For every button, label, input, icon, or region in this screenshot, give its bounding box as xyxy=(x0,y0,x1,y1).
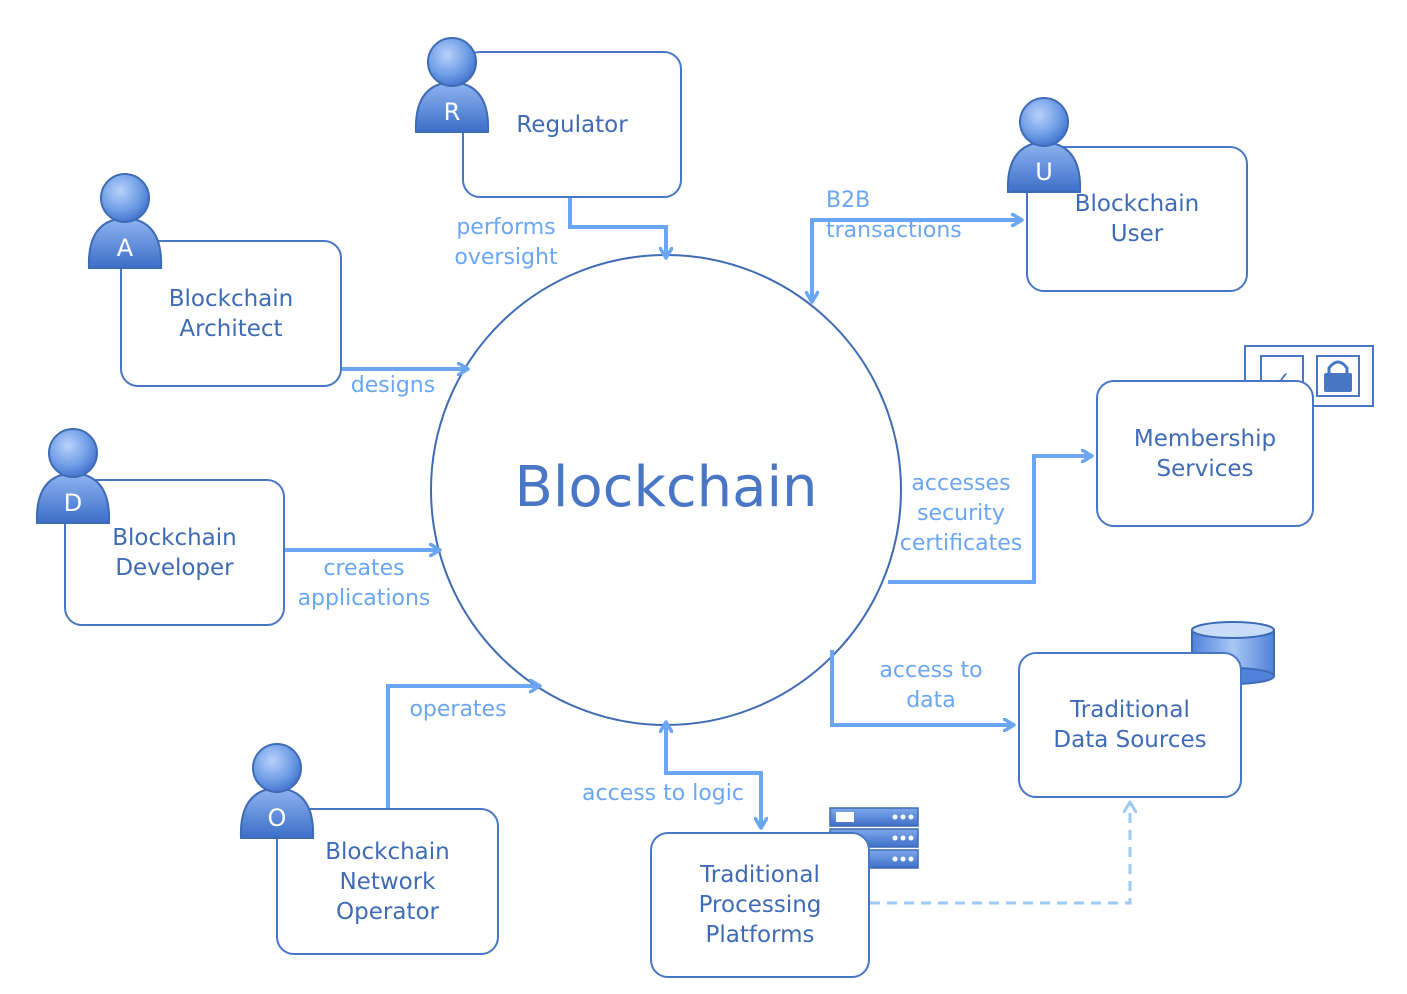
avatar-letter-a: A xyxy=(117,234,134,262)
user-arrow xyxy=(812,220,1022,302)
processing-box[interactable]: Traditional Processing Platforms xyxy=(650,832,870,978)
regulator-person-icon: R xyxy=(414,37,490,133)
label-b2b-transactions: B2B transactions xyxy=(826,188,962,243)
operator-arrow xyxy=(386,686,540,808)
label-access-to-logic: access to logic xyxy=(582,781,744,806)
blockchain-title: Blockchain xyxy=(514,455,818,520)
data-sources-box[interactable]: Traditional Data Sources xyxy=(1018,652,1242,798)
user-person-icon: U xyxy=(1006,97,1082,193)
operator-box[interactable]: Blockchain Network Operator xyxy=(276,808,499,955)
processing-to-data-dashed-arrow xyxy=(870,802,1130,905)
avatar-letter-u: U xyxy=(1035,158,1053,186)
data-arrow xyxy=(830,650,1014,725)
regulator-arrow xyxy=(568,198,666,258)
avatar-letter-o: O xyxy=(268,804,287,832)
membership-box[interactable]: Membership Services xyxy=(1096,380,1314,527)
lock-icon xyxy=(1324,360,1352,392)
membership-arrow xyxy=(888,456,1092,584)
architect-person-icon: A xyxy=(87,173,163,269)
operator-person-icon: O xyxy=(239,743,315,839)
label-designs: designs xyxy=(350,373,436,398)
avatar-letter-d: D xyxy=(64,489,82,517)
regulator-box[interactable]: Regulator xyxy=(462,51,682,198)
developer-person-icon: D xyxy=(35,428,111,524)
label-performs-oversight: performs oversight xyxy=(454,215,558,270)
label-creates-applications: creates applications xyxy=(297,556,431,611)
avatar-letter-r: R xyxy=(444,98,461,126)
processing-arrow xyxy=(666,722,761,828)
label-accesses-security-certificates: accesses security certificates xyxy=(899,471,1023,556)
label-access-to-data: access to data xyxy=(879,658,983,713)
label-operates: operates xyxy=(409,697,507,722)
